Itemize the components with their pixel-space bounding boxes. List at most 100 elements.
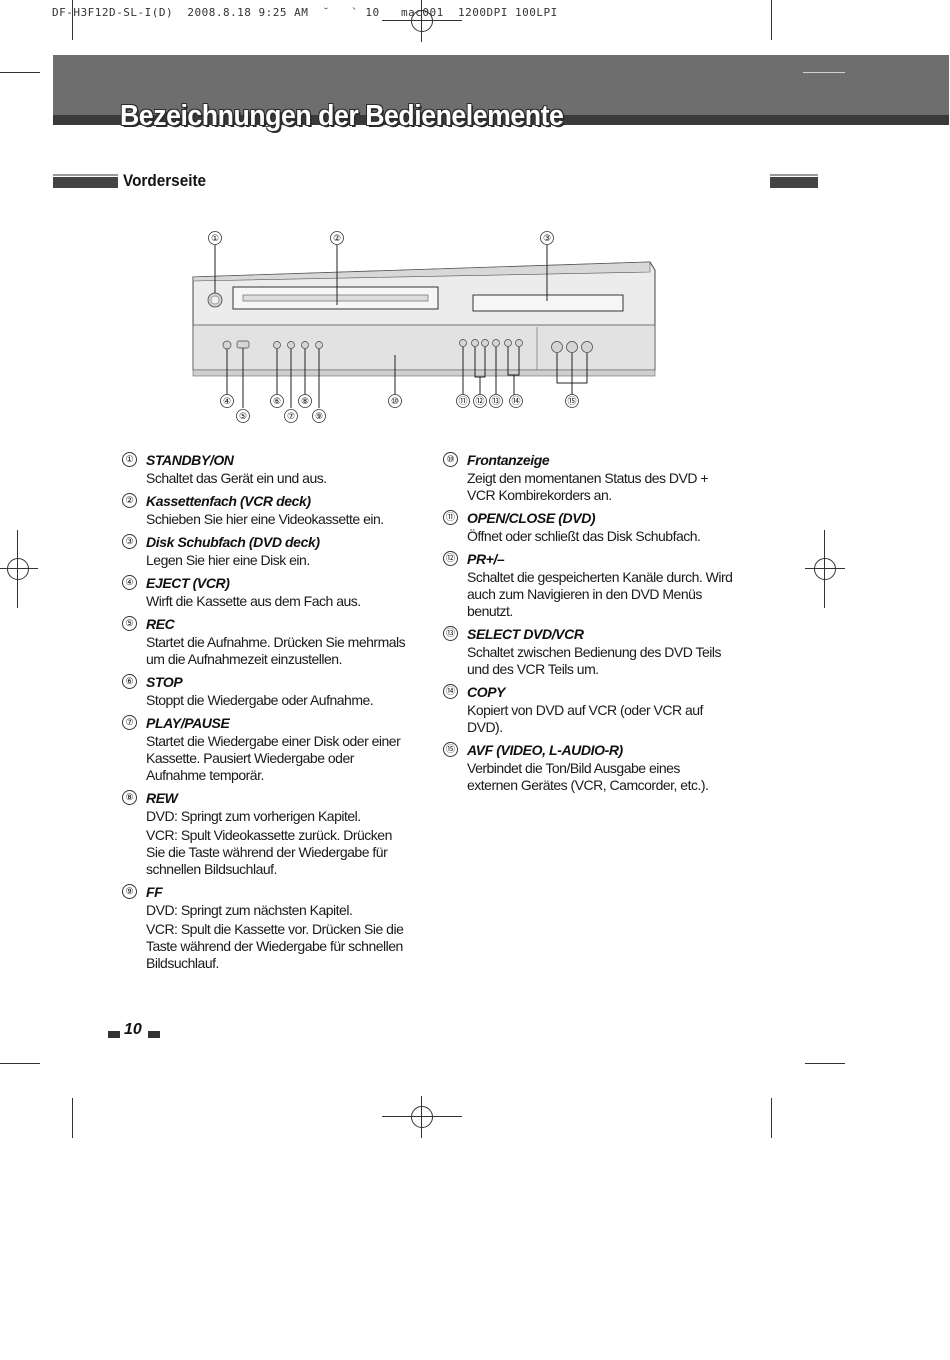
item-description: DVD: Springt zum nächsten Kapitel. xyxy=(146,902,353,918)
item-number-badge: ① xyxy=(122,452,137,467)
item-number-badge: ③ xyxy=(122,534,137,549)
list-item: ⑧ REW DVD: Springt zum vorherigen Kapitel.… xyxy=(122,789,412,880)
item-title: REW xyxy=(146,790,178,806)
callout-1: ① xyxy=(211,234,219,244)
title-banner-shadow xyxy=(53,115,949,125)
page-number-marker-left xyxy=(108,1031,120,1038)
callout-13: ⑬ xyxy=(491,396,500,407)
callout-6: ⑥ xyxy=(273,397,281,407)
list-item: ⑫ PR+/– Schaltet die gespeicherten Kanäle … xyxy=(443,550,733,622)
callout-11: ⑪ xyxy=(458,396,467,407)
page-number-marker-right xyxy=(148,1031,160,1038)
item-body: PLAY/PAUSE Startet die Wiedergabe einer D… xyxy=(146,714,412,786)
item-description: Verbindet die Ton/Bild Ausgabe eines ext… xyxy=(467,760,709,793)
controls-list-left: ① STANDBY/ON Schaltet das Gerät ein und au… xyxy=(122,451,412,977)
item-title: OPEN/CLOSE (DVD) xyxy=(467,510,596,526)
item-title: REC xyxy=(146,616,175,632)
item-body: FF DVD: Springt zum nächsten Kapitel. VCR:… xyxy=(146,883,412,974)
item-number-badge: ⑫ xyxy=(443,551,458,566)
device-front-diagram: ① ② ③ xyxy=(192,231,656,423)
callout-9: ⑨ xyxy=(315,412,323,422)
item-description: Wirft die Kassette aus dem Fach aus. xyxy=(146,593,361,609)
item-description: Startet die Wiedergabe einer Disk oder e… xyxy=(146,733,401,783)
callout-10: ⑩ xyxy=(391,397,399,407)
item-body: COPY Kopiert von DVD auf VCR (oder VCR au… xyxy=(467,683,733,738)
item-body: OPEN/CLOSE (DVD) Öffnet oder schließt das… xyxy=(467,509,733,547)
list-item: ③ Disk Schubfach (DVD deck)Legen Sie hier… xyxy=(122,533,412,571)
list-item: ① STANDBY/ON Schaltet das Gerät ein und au… xyxy=(122,451,412,489)
callout-4: ④ xyxy=(223,397,231,407)
item-title: PR+/– xyxy=(467,551,505,567)
callout-5: ⑤ xyxy=(239,412,247,422)
item-title: COPY xyxy=(467,684,506,700)
page-title: Bezeichnungen der Bedienelemente xyxy=(120,100,564,132)
item-title: EJECT (VCR) xyxy=(146,575,230,591)
page-number: 10 xyxy=(124,1021,142,1038)
item-number-badge: ⑮ xyxy=(443,742,458,757)
callout-14: ⑭ xyxy=(511,396,520,407)
item-number-badge: ⑬ xyxy=(443,626,458,641)
item-number-badge: ⑦ xyxy=(122,715,137,730)
callout-3: ③ xyxy=(543,234,551,244)
list-item: ⑪ OPEN/CLOSE (DVD) Öffnet oder schließt da… xyxy=(443,509,733,547)
item-number-badge: ② xyxy=(122,493,137,508)
item-body: AVF (VIDEO, L-AUDIO-R) Verbindet die Ton/… xyxy=(467,741,733,796)
item-description: Schieben Sie hier eine Videokassette ein… xyxy=(146,511,384,527)
item-description: DVD: Springt zum vorherigen Kapitel. xyxy=(146,808,361,824)
item-title: PLAY/PAUSE xyxy=(146,715,230,731)
item-number-badge: ⑩ xyxy=(443,452,458,467)
item-title: STOP xyxy=(146,674,183,690)
list-item: ⑦ PLAY/PAUSE Startet die Wiedergabe einer … xyxy=(122,714,412,786)
list-item: ⑮ AVF (VIDEO, L-AUDIO-R) Verbindet die Ton… xyxy=(443,741,733,796)
item-number-badge: ⑥ xyxy=(122,674,137,689)
item-title: STANDBY/ON xyxy=(146,452,234,468)
item-description: Legen Sie hier eine Disk ein. xyxy=(146,552,310,568)
callout-7: ⑦ xyxy=(287,412,295,422)
item-description: Schaltet die gespeicherten Kanäle durch.… xyxy=(467,569,733,619)
item-number-badge: ④ xyxy=(122,575,137,590)
item-description: VCR: Spult die Kassette vor. Drücken Sie… xyxy=(146,921,404,971)
item-description: Kopiert von DVD auf VCR (oder VCR auf DV… xyxy=(467,702,703,735)
callout-2: ② xyxy=(333,234,341,244)
list-item: ② Kassettenfach (VCR deck)Schieben Sie hi… xyxy=(122,492,412,530)
list-item: ④ EJECT (VCR) Wirft die Kassette aus dem F… xyxy=(122,574,412,612)
callout-8: ⑧ xyxy=(301,397,309,407)
banner-rule xyxy=(803,72,845,73)
item-description: Zeigt den momentanen Status des DVD + VC… xyxy=(467,470,709,503)
section-bar-left xyxy=(53,174,118,188)
item-number-badge: ⑪ xyxy=(443,510,458,525)
item-body: STANDBY/ON Schaltet das Gerät ein und aus… xyxy=(146,451,412,489)
item-body: SELECT DVD/VCR Schaltet zwischen Bedienun… xyxy=(467,625,733,680)
section-bar-right xyxy=(770,174,818,188)
item-title: SELECT DVD/VCR xyxy=(467,626,584,642)
item-body: Disk Schubfach (DVD deck)Legen Sie hier … xyxy=(146,533,412,571)
item-description: Schaltet das Gerät ein und aus. xyxy=(146,470,327,486)
item-description: Schaltet zwischen Bedienung des DVD Teil… xyxy=(467,644,721,677)
callout-12: ⑫ xyxy=(475,396,484,407)
item-body: PR+/– Schaltet die gespeicherten Kanäle d… xyxy=(467,550,733,622)
item-body: Kassettenfach (VCR deck)Schieben Sie hie… xyxy=(146,492,412,530)
section-title: Vorderseite xyxy=(123,171,207,190)
item-title: FF xyxy=(146,884,163,900)
list-item: ⑥ STOP Stoppt die Wiedergabe oder Aufnahme… xyxy=(122,673,412,711)
item-description: Stoppt die Wiedergabe oder Aufnahme. xyxy=(146,692,374,708)
item-number-badge: ⑨ xyxy=(122,884,137,899)
item-number-badge: ⑤ xyxy=(122,616,137,631)
printer-header: DF-H3F12D-SL-I(D) 2008.8.18 9:25 AM ˘ ` … xyxy=(52,6,558,19)
list-item: ⑭ COPY Kopiert von DVD auf VCR (oder VCR a… xyxy=(443,683,733,738)
item-title: Frontanzeige xyxy=(467,452,550,468)
item-description: Öffnet oder schließt das Disk Schubfach. xyxy=(467,528,701,544)
item-number-badge: ⑧ xyxy=(122,790,137,805)
item-body: STOP Stoppt die Wiedergabe oder Aufnahme. xyxy=(146,673,412,711)
list-item: ⑬ SELECT DVD/VCR Schaltet zwischen Bedienu… xyxy=(443,625,733,680)
item-number-badge: ⑭ xyxy=(443,684,458,699)
callout-15: ⑮ xyxy=(567,396,576,407)
item-title: AVF (VIDEO, L-AUDIO-R) xyxy=(467,742,623,758)
title-banner xyxy=(53,55,949,125)
